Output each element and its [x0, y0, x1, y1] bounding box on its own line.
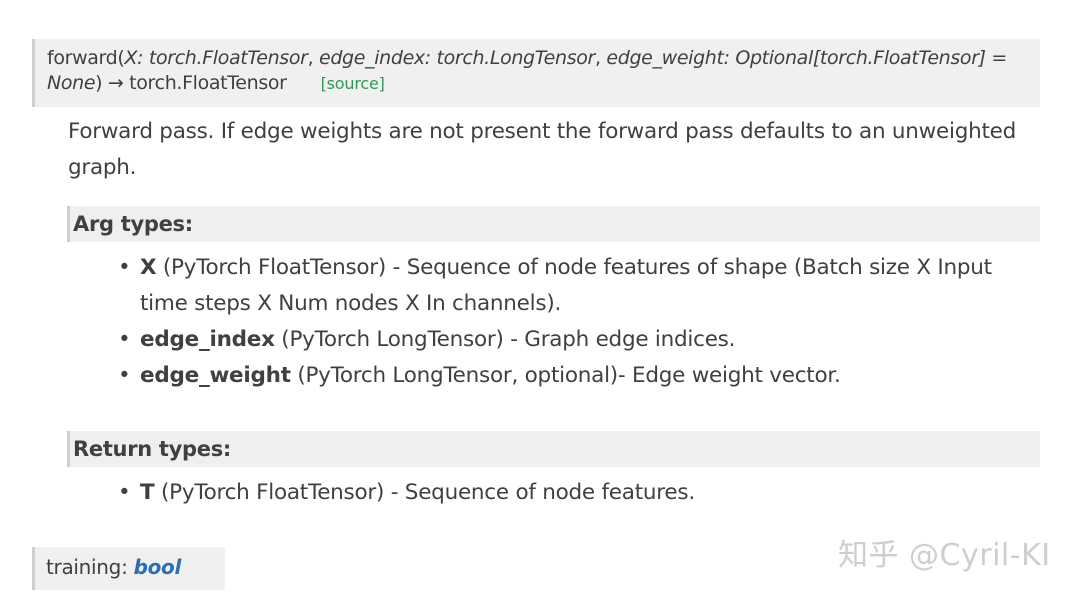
return-types-heading: Return types: [67, 431, 1040, 467]
method-description: Forward pass. If edge weights are not pr… [68, 119, 1017, 180]
arg-name: X [140, 255, 157, 280]
param-separator: , [595, 47, 607, 69]
list-item: • edge_weight (PyTorch LongTensor, optio… [118, 358, 1040, 394]
arg-name: edge_weight [140, 363, 291, 388]
return-desc: (PyTorch FloatTensor) - Sequence of node… [154, 480, 695, 505]
param-x: X: torch.FloatTensor [124, 47, 308, 69]
arg-desc: (PyTorch LongTensor) - Graph edge indice… [274, 327, 736, 352]
bullet-icon: • [118, 327, 131, 352]
return-name: T [140, 480, 155, 505]
return-types-list: • T (PyTorch FloatTensor) - Sequence of … [118, 475, 1040, 511]
attribute-type-link[interactable]: bool [133, 555, 182, 579]
method-name: forward( [47, 47, 125, 69]
arg-name: edge_index [140, 327, 275, 352]
param-edge-index: edge_index: torch.LongTensor [318, 47, 595, 69]
bullet-icon: • [118, 363, 131, 388]
param-edge-weight: edge_weight: Optional[torch.FloatTensor]… [47, 47, 1007, 94]
list-item: • T (PyTorch FloatTensor) - Sequence of … [118, 475, 1040, 511]
return-annotation: ) → torch.FloatTensor [95, 72, 287, 94]
arg-types-list: • X (PyTorch FloatTensor) - Sequence of … [118, 250, 1040, 394]
method-signature: forward(X: torch.FloatTensor, edge_index… [32, 39, 1040, 107]
attribute-label: training: [46, 555, 134, 579]
watermark: 知乎 @Cyril-KI [838, 538, 1051, 573]
list-item: • X (PyTorch FloatTensor) - Sequence of … [118, 250, 1040, 322]
arg-desc: (PyTorch FloatTensor) - Sequence of node… [140, 255, 992, 316]
param-separator: , [307, 47, 319, 69]
arg-types-heading: Arg types: [67, 206, 1040, 242]
attribute-training: training: bool [32, 547, 225, 590]
arg-desc: (PyTorch LongTensor, optional)- Edge wei… [290, 363, 841, 388]
bullet-icon: • [118, 255, 131, 280]
bullet-icon: • [118, 480, 131, 505]
list-item: • edge_index (PyTorch LongTensor) - Grap… [118, 322, 1040, 358]
source-link[interactable]: [source] [320, 74, 385, 93]
